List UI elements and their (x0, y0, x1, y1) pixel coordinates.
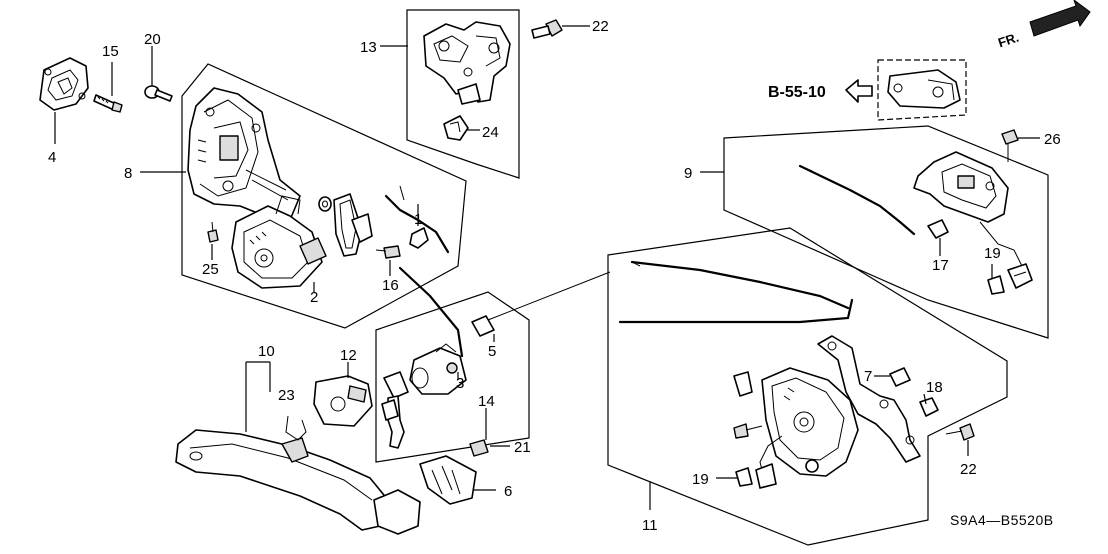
callout-15: 15 (102, 43, 119, 60)
grommet-part (318, 196, 332, 212)
door-lock-group-box (181, 63, 467, 329)
callout-9: 9 (684, 165, 692, 182)
handle-rod-group-box (607, 227, 1008, 546)
callout-10: 10 (258, 343, 275, 360)
clip-24 (443, 115, 469, 141)
callout-16: 16 (382, 277, 399, 294)
callout-20: 20 (144, 31, 161, 48)
spring-23 (285, 415, 307, 441)
callout-2: 2 (310, 289, 318, 306)
clip-7 (889, 367, 911, 387)
callout-8: 8 (124, 165, 132, 182)
bolt-26 (1001, 129, 1019, 162)
link-rod-14 (487, 271, 611, 321)
callout-23: 23 (278, 387, 295, 404)
bolt-21 (469, 439, 489, 457)
latch-assembly-box (406, 9, 520, 179)
drawing-code: S9A4—B5520B (950, 512, 1054, 528)
wire-harness (755, 435, 783, 489)
reference-arrow-icon (845, 79, 873, 103)
clip-1 (409, 227, 429, 249)
connector-19-bottom (735, 467, 753, 487)
handle-protector-part (313, 375, 373, 427)
callout-19-top: 19 (984, 245, 1001, 262)
connector-19-top (987, 275, 1005, 295)
reference-label: B-55-10 (768, 84, 826, 101)
callout-21: 21 (514, 439, 531, 456)
latch-bracket-part (423, 21, 511, 105)
screw-lower (733, 423, 763, 439)
callout-12: 12 (340, 347, 357, 364)
power-actuator-box (723, 125, 1049, 339)
seal-part (333, 193, 363, 257)
callout-17: 17 (932, 257, 949, 274)
screw-16 (375, 245, 401, 259)
leader-lines (54, 25, 1040, 510)
bolt-22-top (531, 19, 563, 39)
callout-14: 14 (478, 393, 495, 410)
rod-3 (398, 266, 464, 358)
reference-part-box (877, 59, 967, 121)
handle-rod (618, 260, 854, 324)
clip-5 (471, 315, 495, 337)
callout-18: 18 (926, 379, 943, 396)
callout-26: 26 (1044, 131, 1061, 148)
callout-22-top: 22 (592, 18, 609, 35)
screw-25 (207, 221, 219, 243)
latch-actuator-part (761, 367, 859, 477)
connector-9 (1007, 263, 1033, 289)
callout-1: 1 (414, 211, 422, 228)
door-lock-assembly-part (187, 87, 301, 221)
bracket-small-part (351, 213, 373, 243)
screw-20 (144, 85, 173, 102)
callout-6: 6 (504, 483, 512, 500)
callout-13: 13 (360, 39, 377, 56)
clip-17 (927, 219, 949, 239)
cable-clip-part (733, 371, 753, 397)
bolt-22-bottom (945, 423, 975, 441)
outer-handle-part (175, 429, 421, 535)
key-part (381, 371, 409, 449)
callout-5: 5 (488, 343, 496, 360)
handle-cap-part (419, 455, 477, 505)
power-actuator-part (913, 151, 1025, 271)
clip-18 (919, 397, 939, 417)
callout-25: 25 (202, 261, 219, 278)
cylinder-group-box (375, 291, 530, 463)
striker-part (39, 57, 89, 111)
callout-24: 24 (482, 124, 499, 141)
front-arrow-icon (1029, 0, 1091, 37)
reference-bracket-part (887, 69, 961, 109)
handle-bracket-part (817, 335, 921, 463)
callout-7: 7 (864, 368, 872, 385)
screw-15 (93, 94, 123, 113)
callout-4: 4 (48, 149, 56, 166)
callout-3: 3 (456, 375, 464, 392)
callout-11: 11 (642, 517, 658, 534)
callout-22-bottom: 22 (960, 461, 977, 478)
lock-rod-9 (798, 164, 916, 236)
front-label: FR. (996, 30, 1021, 51)
key-cylinder-part (409, 343, 467, 395)
callout-19-bottom: 19 (692, 471, 709, 488)
actuator-part (231, 195, 327, 289)
